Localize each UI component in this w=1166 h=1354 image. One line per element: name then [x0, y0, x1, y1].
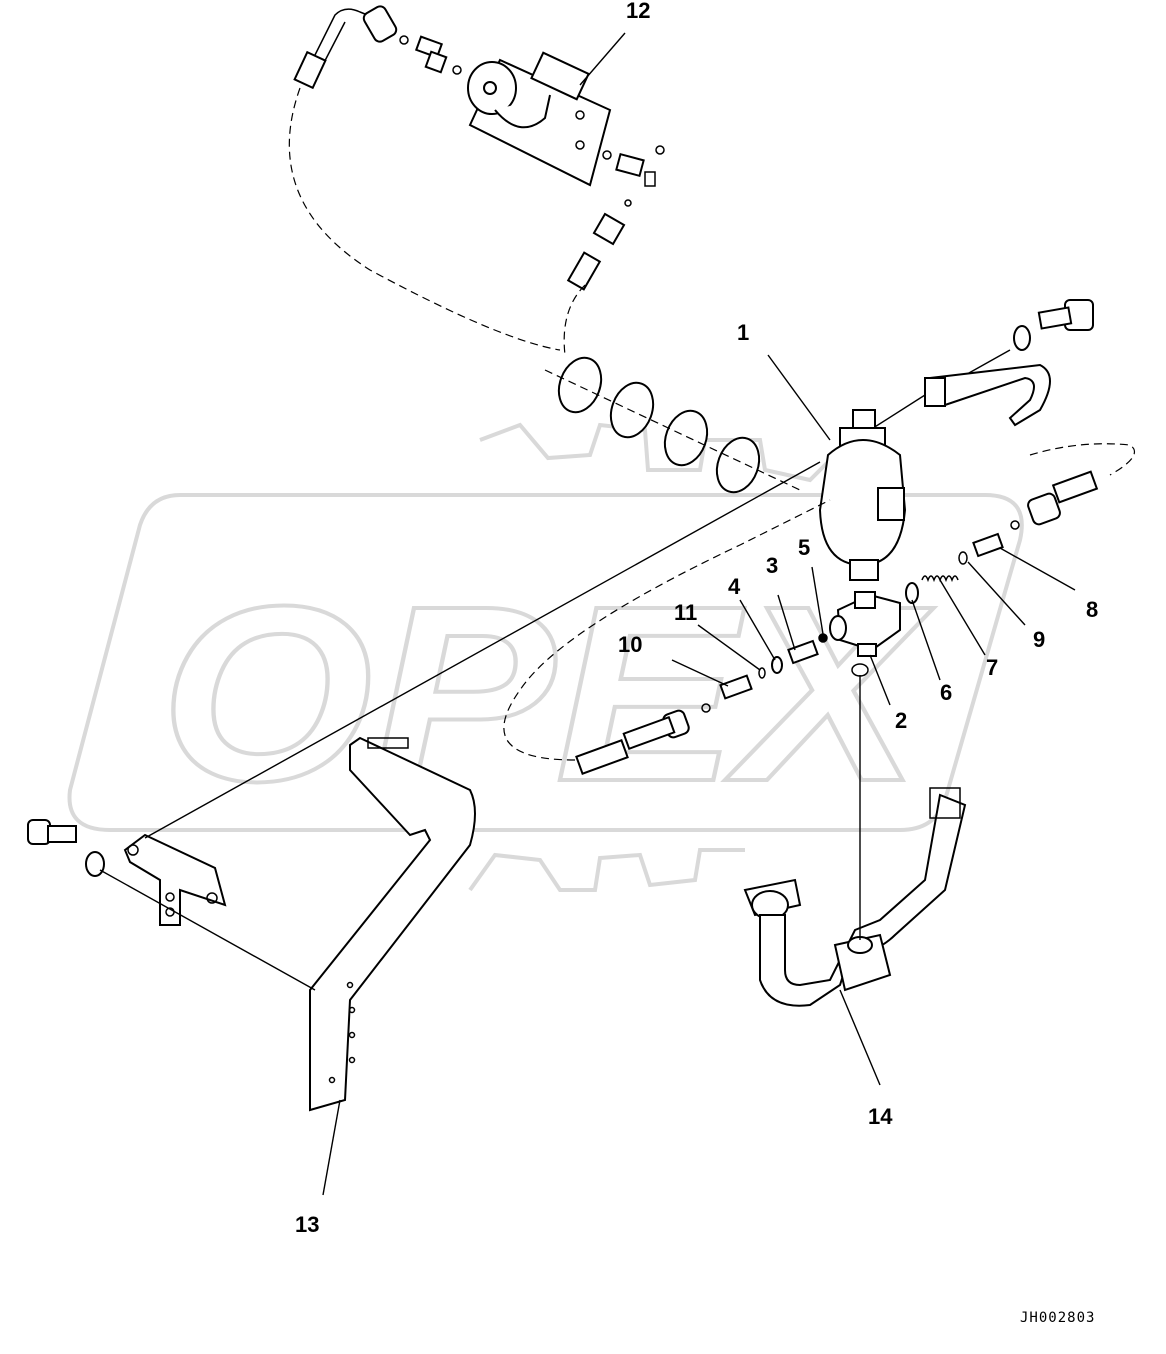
callout-11: 11 — [674, 600, 697, 625]
seal-4 — [771, 656, 783, 674]
callout-7: 7 — [986, 655, 998, 680]
connector-8 — [972, 532, 1004, 558]
drawing-id: JH002803 — [1020, 1310, 1095, 1326]
oring-11 — [758, 667, 766, 679]
watermark-text: OPEX — [160, 554, 934, 833]
callout-9: 9 — [1033, 627, 1045, 652]
plug-3 — [787, 639, 819, 665]
callout-12: 12 — [626, 0, 650, 23]
callout-1: 1 — [737, 320, 749, 345]
callout-13: 13 — [295, 1212, 319, 1237]
accumulator-1 — [818, 409, 907, 581]
callout-10: 10 — [618, 632, 642, 657]
callout-14: 14 — [868, 1104, 893, 1129]
callout-6: 6 — [940, 680, 952, 705]
oring-5 — [818, 633, 828, 643]
spring-7 — [921, 575, 959, 583]
tube-14 — [743, 663, 967, 1007]
callout-4: 4 — [728, 574, 741, 599]
fitting-10 — [719, 674, 753, 700]
oring-9 — [958, 551, 968, 565]
tee-fitting-2 — [829, 591, 901, 657]
hose-lower-left — [503, 499, 831, 775]
valve-assembly-12 — [288, 5, 665, 356]
callout-5: 5 — [798, 535, 810, 560]
watermark-logo: OPEX — [67, 422, 1024, 892]
callout-2: 2 — [895, 708, 907, 733]
hose-fitting-right — [1010, 470, 1099, 530]
strap-bolt-assembly — [869, 299, 1135, 476]
bracket-13 — [27, 461, 821, 1112]
seal-6 — [905, 582, 919, 604]
leader-lines — [322, 32, 1076, 1196]
callout-labels: 1 2 3 4 5 6 7 8 9 10 11 12 13 14 — [295, 0, 1098, 1237]
hose-clamps — [544, 356, 801, 494]
callout-8: 8 — [1086, 597, 1098, 622]
callout-3: 3 — [766, 553, 778, 578]
